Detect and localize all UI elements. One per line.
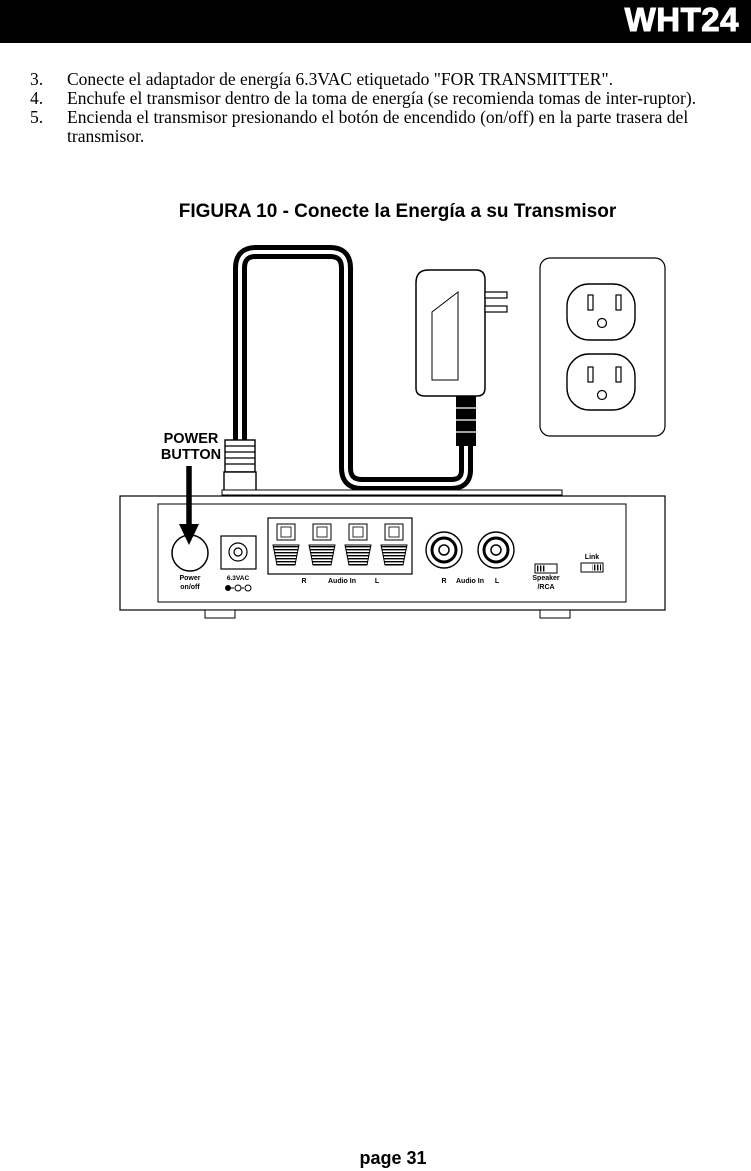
power-label: Power — [179, 575, 200, 582]
step-number: 5. — [30, 107, 44, 127]
instruction-step: 5. Encienda el transmisor presionando el… — [30, 108, 745, 146]
step-text: Encienda el transmisor presionando el bo… — [67, 107, 689, 146]
dc-polarity-icon — [225, 584, 252, 592]
instruction-step: 3. Conecte el adaptador de energía 6.3VA… — [30, 70, 745, 89]
step-text: Conecte el adaptador de energía 6.3VAC e… — [67, 69, 613, 89]
instruction-list: 3. Conecte el adaptador de energía 6.3VA… — [30, 70, 745, 146]
callout-arrow — [179, 466, 199, 545]
header-bar: WHT24 — [0, 0, 751, 43]
step-text: Enchufe el transmisor dentro de la toma … — [67, 88, 697, 108]
figure-title: FIGURA 10 - Conecte la Energía a su Tran… — [178, 201, 617, 222]
speaker-rca-label: Speaker — [532, 575, 560, 582]
transmitter: Power on/off 6.3VAC R Audio In L R Audio… — [119, 489, 666, 619]
channel-r-label: R — [301, 578, 306, 585]
channel-l-label: L — [495, 578, 500, 585]
speaker-rca-switch — [534, 563, 558, 574]
rca-jacks — [425, 531, 515, 569]
audio-in-label: Audio In — [328, 578, 356, 585]
page-number: page 31 — [359, 1148, 427, 1168]
power-cable — [233, 245, 473, 491]
model-title: WHT24 — [624, 1, 739, 39]
speaker-rca-label: /RCA — [537, 584, 554, 591]
dc-voltage-label: 6.3VAC — [227, 575, 250, 582]
speaker-terminals — [272, 523, 408, 566]
channel-r-label: R — [441, 578, 446, 585]
step-number: 4. — [30, 88, 44, 108]
ac-adapter — [415, 269, 508, 446]
channel-l-label: L — [375, 578, 380, 585]
step-number: 3. — [30, 69, 44, 89]
instruction-step: 4. Enchufe el transmisor dentro de la to… — [30, 89, 745, 108]
wall-outlet — [539, 257, 666, 437]
callout-label: POWER — [164, 431, 219, 447]
callout-label: BUTTON — [161, 447, 221, 463]
audio-in-label: Audio In — [456, 578, 484, 585]
power-label: on/off — [180, 584, 200, 591]
power-connection-figure: Power on/off 6.3VAC R Audio In L R Audio… — [119, 245, 666, 619]
link-label: Link — [585, 554, 599, 561]
